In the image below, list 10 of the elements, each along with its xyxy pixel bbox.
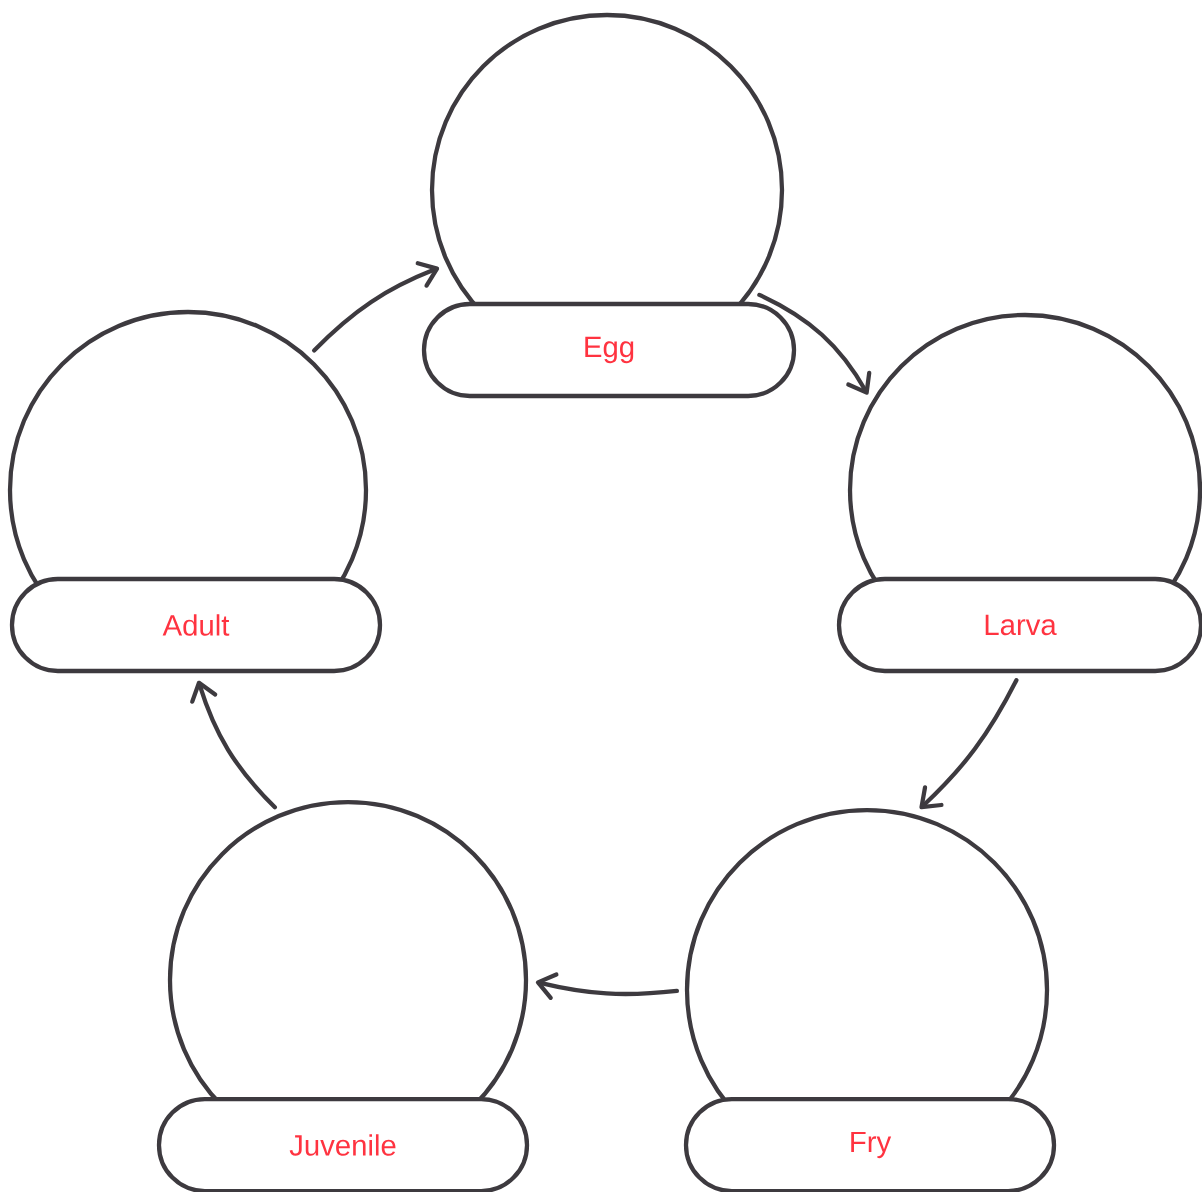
arrow xyxy=(190,680,277,810)
arrow xyxy=(312,261,440,353)
arrow xyxy=(757,292,872,395)
arrow xyxy=(535,972,680,1000)
label-pill: Larva xyxy=(836,576,1202,674)
arrow xyxy=(919,678,1019,810)
label-pill: Juvenile xyxy=(156,1096,530,1192)
label-pill: Adult xyxy=(9,576,383,674)
label-pill: Egg xyxy=(421,301,797,399)
label-pill: Fry xyxy=(683,1096,1057,1192)
